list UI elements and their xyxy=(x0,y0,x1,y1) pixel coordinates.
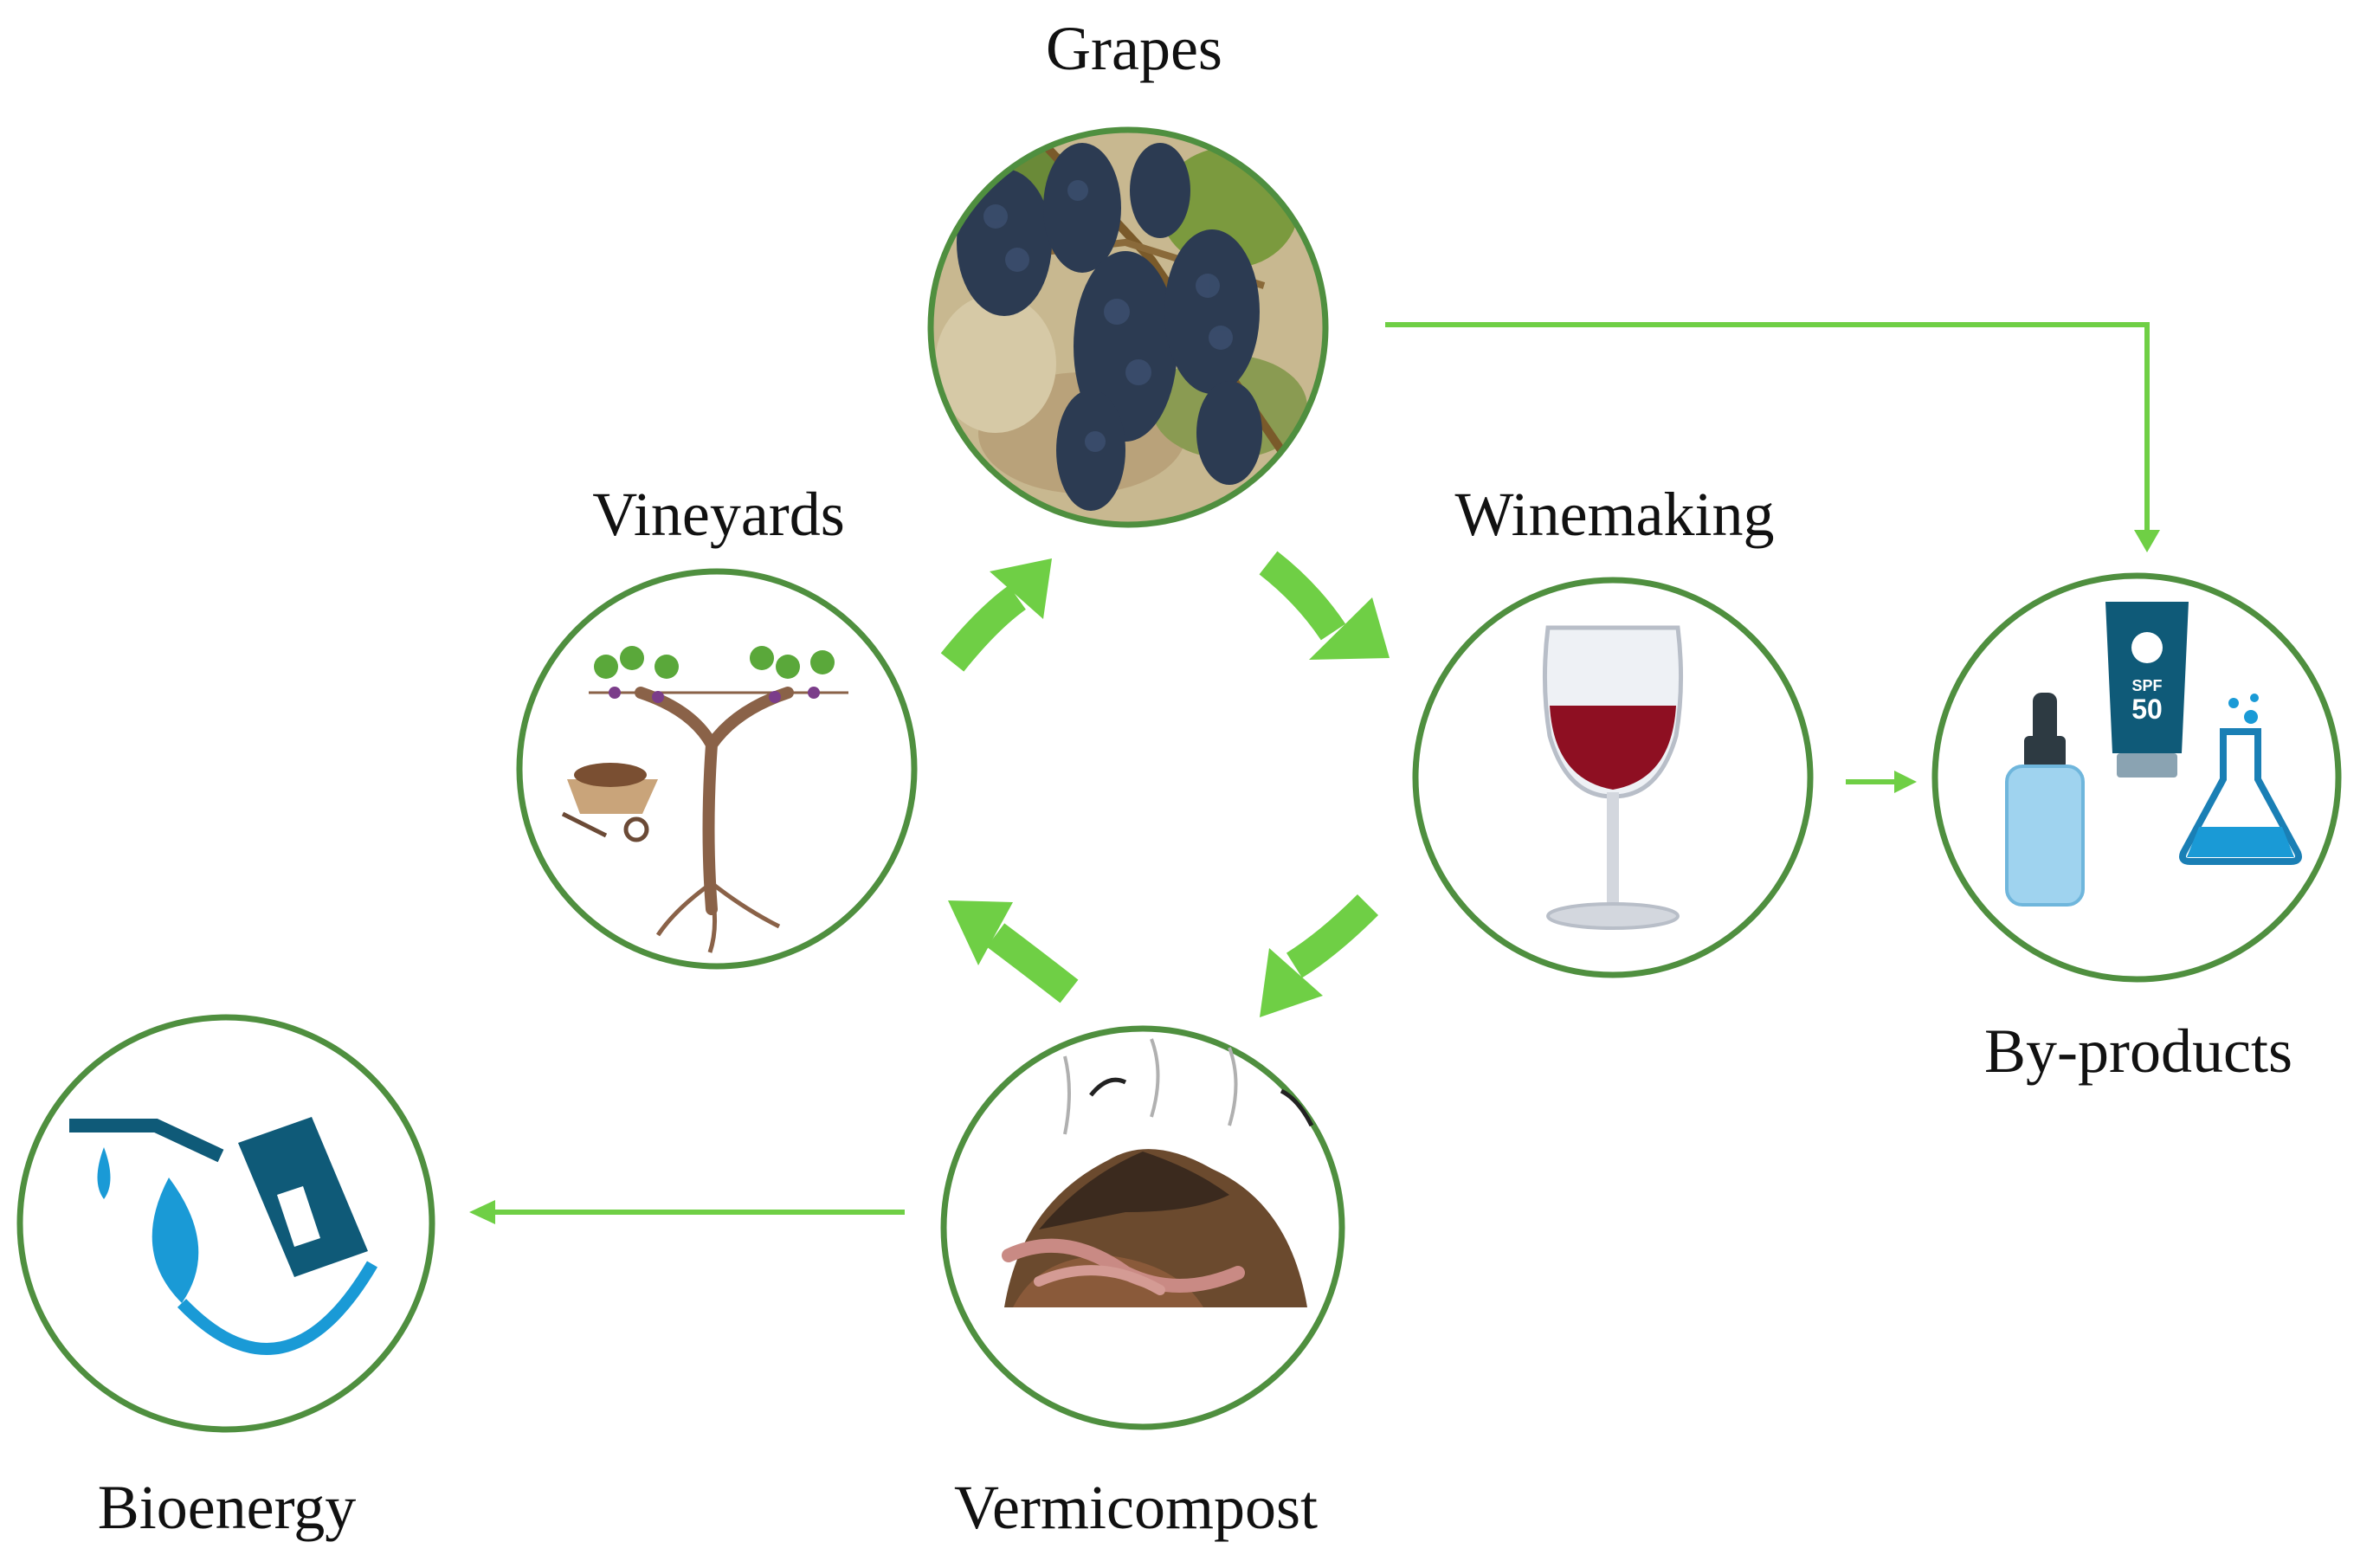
winemaking-node xyxy=(1412,577,1814,978)
vineyards-label: Vineyards xyxy=(592,480,845,549)
dropper-bottle-icon xyxy=(2005,693,2085,907)
wine-glass-icon xyxy=(1542,625,1684,930)
winemaking-label: Winemaking xyxy=(1454,480,1775,549)
cycle-arrow-winemaking-to-vermicompost xyxy=(1260,894,1379,1017)
cycle-arrow-vineyards-to-grapes xyxy=(940,558,1052,672)
compost-pile-icon xyxy=(1002,1038,1314,1307)
fuel-can-icon xyxy=(69,1117,368,1277)
bioenergy-node xyxy=(16,1014,435,1433)
byproducts-node: SPF 50 xyxy=(1931,572,2342,983)
cycle-arrow-grapes-to-winemaking xyxy=(1259,551,1390,660)
grapes-photo xyxy=(931,130,1325,525)
sunscreen-tube-icon: SPF 50 xyxy=(2105,602,2189,778)
wheelbarrow-icon xyxy=(561,763,658,842)
byproducts-label: By-products xyxy=(1984,1016,2292,1086)
vermicompost-node xyxy=(940,1025,1345,1430)
grapes-label: Grapes xyxy=(1046,14,1222,83)
arrow-grapes-to-byproducts xyxy=(1385,322,2160,552)
grapes-node xyxy=(927,126,1329,528)
bio-drop-icon xyxy=(97,1147,378,1355)
vineyards-node xyxy=(516,568,918,970)
vine-icon xyxy=(589,646,848,953)
arrow-vermicompost-to-bioenergy xyxy=(469,1200,905,1224)
flask-icon xyxy=(2179,694,2302,865)
bioenergy-label: Bioenergy xyxy=(97,1473,357,1542)
arrow-winemaking-to-byproducts xyxy=(1846,771,1917,793)
cycle-arrow-vermicompost-to-vineyards xyxy=(948,900,1079,1003)
vermicompost-label: Vermicompost xyxy=(954,1473,1318,1542)
spf-value: 50 xyxy=(2131,694,2163,725)
spf-text: SPF xyxy=(2131,677,2162,694)
